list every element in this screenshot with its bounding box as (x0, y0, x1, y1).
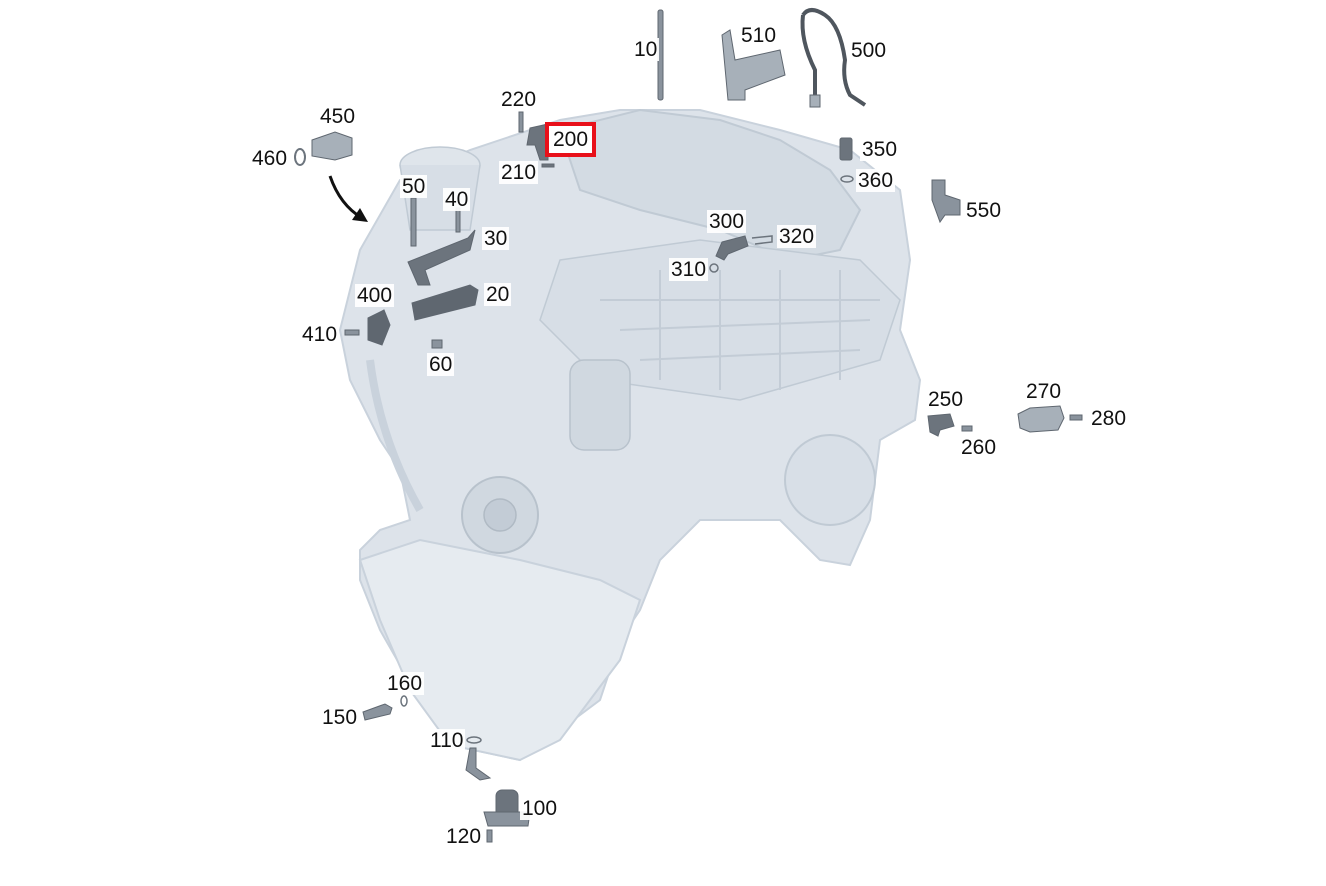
label-280[interactable]: 280 (1089, 407, 1129, 430)
part-150-sensor[interactable] (362, 703, 393, 721)
engine-block (338, 108, 922, 762)
part-20-control-module[interactable] (411, 284, 479, 321)
part-550-pressure-sensor[interactable] (931, 179, 961, 224)
label-120[interactable]: 120 (444, 825, 484, 848)
label-510[interactable]: 510 (739, 24, 779, 47)
label-450[interactable]: 450 (318, 105, 358, 128)
label-220[interactable]: 220 (499, 88, 539, 111)
part-280-bolt[interactable] (1069, 414, 1083, 421)
part-60-plug[interactable] (431, 339, 443, 349)
label-30[interactable]: 30 (482, 227, 510, 250)
part-460-o-ring[interactable] (294, 148, 306, 166)
label-460[interactable]: 460 (250, 147, 290, 170)
label-320[interactable]: 320 (777, 225, 817, 248)
label-40[interactable]: 40 (443, 188, 471, 211)
part-220-bolt[interactable] (518, 111, 524, 133)
label-550[interactable]: 550 (964, 199, 1004, 222)
label-150[interactable]: 150 (320, 706, 360, 729)
part-510-bracket[interactable] (721, 29, 786, 101)
part-30-bracket[interactable] (407, 229, 476, 286)
label-160[interactable]: 160 (385, 672, 425, 695)
label-500[interactable]: 500 (849, 39, 889, 62)
label-10[interactable]: 10 (632, 38, 660, 61)
label-100[interactable]: 100 (520, 797, 560, 820)
part-40-bolt[interactable] (455, 207, 461, 233)
part-260-bolt[interactable] (961, 425, 973, 432)
label-360[interactable]: 360 (856, 169, 896, 192)
label-200-selected[interactable]: 200 (544, 122, 597, 157)
arrow-icon (328, 175, 363, 220)
part-310-o-ring[interactable] (709, 263, 719, 273)
part-320-clip[interactable] (751, 235, 773, 245)
label-60[interactable]: 60 (427, 353, 455, 376)
part-360-seal-ring[interactable] (840, 175, 854, 183)
label-110[interactable]: 110 (428, 729, 466, 752)
label-400[interactable]: 400 (355, 284, 395, 307)
label-300[interactable]: 300 (707, 210, 747, 233)
part-200-sensor[interactable] (526, 123, 549, 161)
part-270-bracket[interactable] (1017, 405, 1065, 433)
part-410-bolt[interactable] (344, 329, 360, 336)
label-260[interactable]: 260 (959, 436, 999, 459)
part-400-sensor[interactable] (367, 309, 391, 346)
part-500-sensor-cable[interactable] (801, 8, 867, 107)
label-310[interactable]: 310 (669, 258, 709, 281)
part-210-seal[interactable] (541, 163, 555, 168)
part-450-valve[interactable] (311, 131, 353, 161)
label-20[interactable]: 20 (484, 283, 512, 306)
part-120-bolt[interactable] (486, 829, 493, 843)
part-300-sensor[interactable] (715, 235, 749, 261)
label-410[interactable]: 410 (300, 323, 340, 346)
part-350-sensor[interactable] (839, 137, 853, 161)
label-350[interactable]: 350 (860, 138, 900, 161)
part-110-o-ring[interactable] (466, 736, 482, 744)
part-160-seal-ring[interactable] (400, 695, 408, 707)
part-250-sensor[interactable] (927, 413, 955, 437)
label-270[interactable]: 270 (1024, 380, 1064, 403)
label-50[interactable]: 50 (400, 175, 428, 198)
label-210[interactable]: 210 (499, 161, 539, 184)
label-250[interactable]: 250 (926, 388, 966, 411)
part-50-bolt[interactable] (410, 197, 417, 247)
part-100-sensor-stem[interactable] (465, 747, 492, 781)
